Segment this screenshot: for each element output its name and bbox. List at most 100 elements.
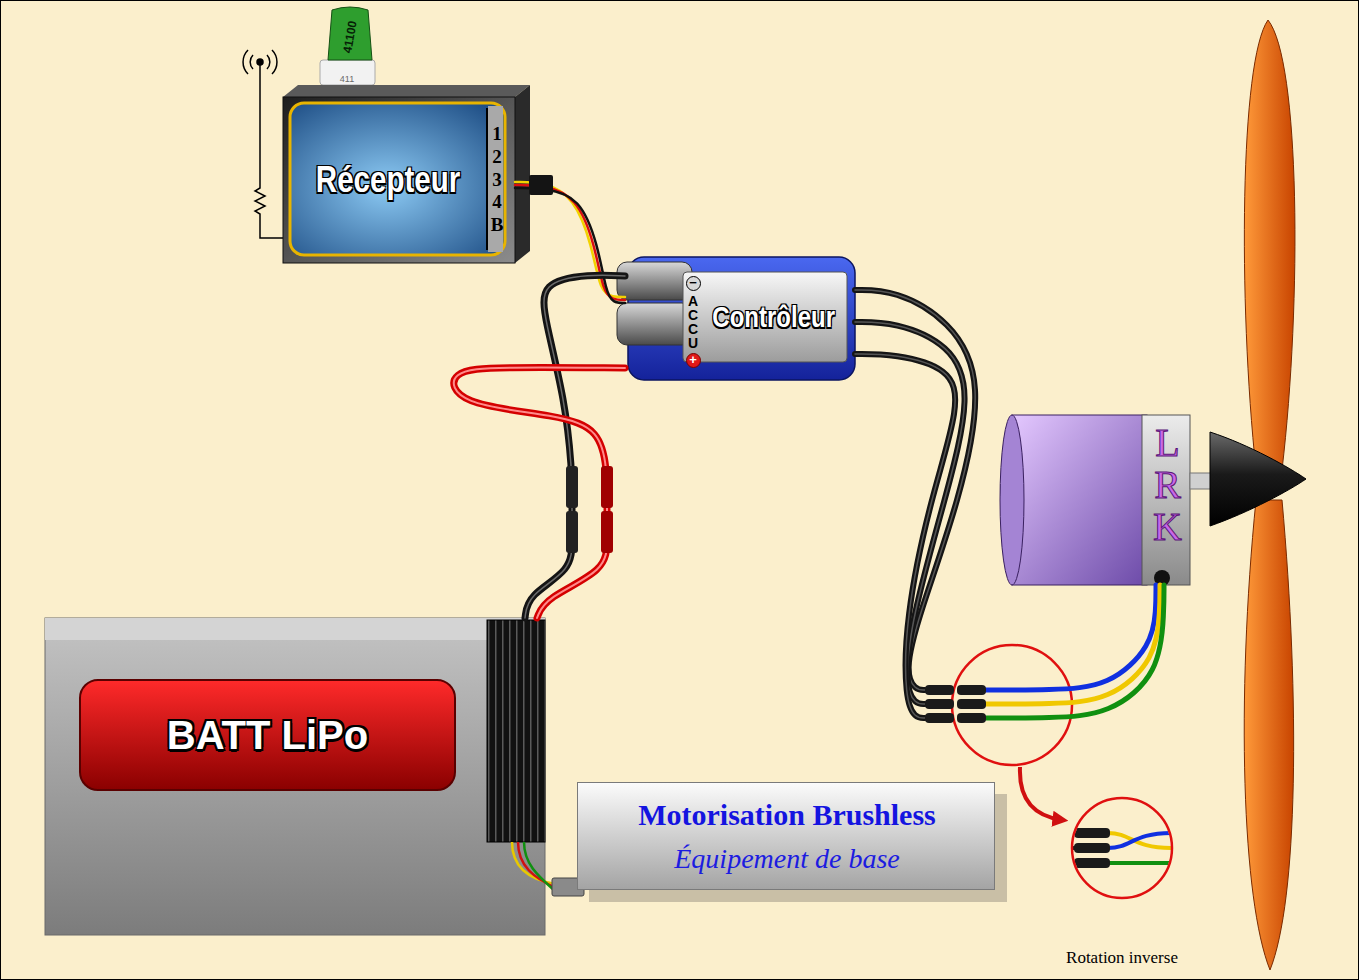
- channel-numbers: 1 2 3 4 B: [490, 123, 503, 237]
- bullet-connector: [601, 466, 613, 508]
- battery-input-label: ACCU: [686, 294, 700, 350]
- inset-detail: [1074, 828, 1110, 838]
- motor-body: [1000, 415, 1216, 586]
- battery-body: [487, 620, 545, 842]
- receiver-label: Récepteur: [316, 159, 460, 201]
- wire-bundle: [515, 175, 625, 303]
- crystal: [320, 7, 375, 85]
- bullet-connector: [925, 699, 954, 709]
- battery-label: BATT LiPo: [167, 713, 368, 758]
- brushless-motor: LRK: [1000, 415, 1190, 585]
- bullet-connector: [601, 511, 613, 553]
- controller-label: Contrôleur: [713, 300, 836, 334]
- text-slot: Équipement de base: [578, 839, 996, 879]
- phase-wire: [855, 290, 975, 690]
- caption-note: Rotation inverse: [1066, 948, 1178, 968]
- text-slot: 1 2 3 4 B: [488, 117, 506, 243]
- inset-detail: [1074, 858, 1110, 868]
- inset-circle: [1072, 798, 1172, 898]
- bullet-connector: [566, 511, 578, 553]
- propeller: [1244, 500, 1293, 970]
- text-slot: +: [683, 351, 703, 369]
- antenna: [257, 59, 263, 65]
- antenna: [267, 55, 270, 69]
- receiver-body: [290, 103, 505, 255]
- antenna: [250, 55, 253, 69]
- motor-body: [1012, 415, 1147, 585]
- text-slot: −: [683, 274, 703, 292]
- spinner: [1210, 432, 1306, 526]
- motor-lead: [985, 585, 1164, 718]
- antenna: [272, 50, 277, 74]
- crystal: [320, 60, 375, 85]
- receiver-box: Récepteur 1 2 3 4 B: [283, 97, 515, 263]
- edge-layer: [454, 175, 1164, 723]
- positive-wire: [454, 368, 625, 618]
- wire-highlight: [855, 290, 975, 690]
- text-slot: Motorisation Brushless: [578, 793, 996, 837]
- receiver-body: [283, 85, 530, 97]
- bullet-connector: [566, 466, 578, 508]
- positive-terminal: +: [686, 353, 701, 368]
- propeller: [1244, 20, 1295, 470]
- crystal-channel: 411: [340, 74, 354, 84]
- balance-lead: [524, 842, 556, 892]
- battery-body: [45, 618, 545, 935]
- negative-wire: [525, 275, 625, 618]
- inset-detail: [1108, 833, 1172, 848]
- banner-subtitle: Équipement de base: [674, 843, 900, 875]
- motor-body: [1000, 415, 1024, 585]
- receiver-body: [515, 85, 530, 263]
- inset-detail: [1060, 828, 1172, 868]
- text-slot: Contrôleur: [705, 272, 843, 362]
- antenna: [243, 50, 283, 238]
- controller-box: Contrôleur− ACCU +: [625, 255, 855, 380]
- bullet-connector: [925, 685, 954, 695]
- antenna: [255, 65, 283, 238]
- antenna: [243, 50, 248, 74]
- wire-highlight: [855, 354, 955, 718]
- inset-detail: [1074, 843, 1110, 853]
- motor-brand: LRK: [1148, 422, 1188, 548]
- motor-lead: [985, 585, 1160, 704]
- controller-body: [617, 303, 692, 345]
- bullet-connector: [957, 699, 986, 709]
- phase-wire: [855, 354, 955, 718]
- bullet-connector: [957, 685, 986, 695]
- servo-plug: [529, 175, 553, 195]
- crystal-frequency: 41100: [340, 20, 359, 55]
- wire-bundle: [855, 290, 1164, 723]
- title-banner: Motorisation BrushlessÉquipement de base: [577, 782, 995, 890]
- text-slot: Récepteur: [290, 97, 486, 263]
- motor-body: [1142, 415, 1190, 585]
- servo-wire: [515, 188, 625, 303]
- receiver-body: [283, 85, 530, 263]
- receiver-body: [486, 108, 488, 250]
- inset-detail: [1108, 861, 1172, 865]
- callout-arrow: [1020, 767, 1062, 820]
- motor-lead: [985, 585, 1156, 690]
- text-slot: ACCU: [683, 293, 703, 351]
- battery-body: [80, 680, 455, 790]
- crystal: [328, 7, 372, 60]
- servo-wire: [515, 185, 625, 300]
- text-slot: BATT LiPo: [80, 680, 455, 790]
- controller-body: [683, 272, 847, 362]
- bullet-connector: [925, 713, 954, 723]
- lipo-battery: BATT LiPo: [45, 618, 545, 935]
- wire-highlight: [454, 368, 625, 618]
- receiver-body: [283, 97, 515, 263]
- text-slot: LRK: [1145, 419, 1190, 551]
- balance-lead: [512, 842, 584, 896]
- wire-highlight: [525, 275, 625, 618]
- bullet-connector: [957, 713, 986, 723]
- negative-terminal: −: [686, 276, 701, 291]
- controller-body: [617, 257, 855, 380]
- inset-detail: [1108, 833, 1172, 848]
- wire-bundle: [454, 275, 625, 618]
- banner-title: Motorisation Brushless: [638, 798, 936, 832]
- battery-body: [45, 618, 545, 640]
